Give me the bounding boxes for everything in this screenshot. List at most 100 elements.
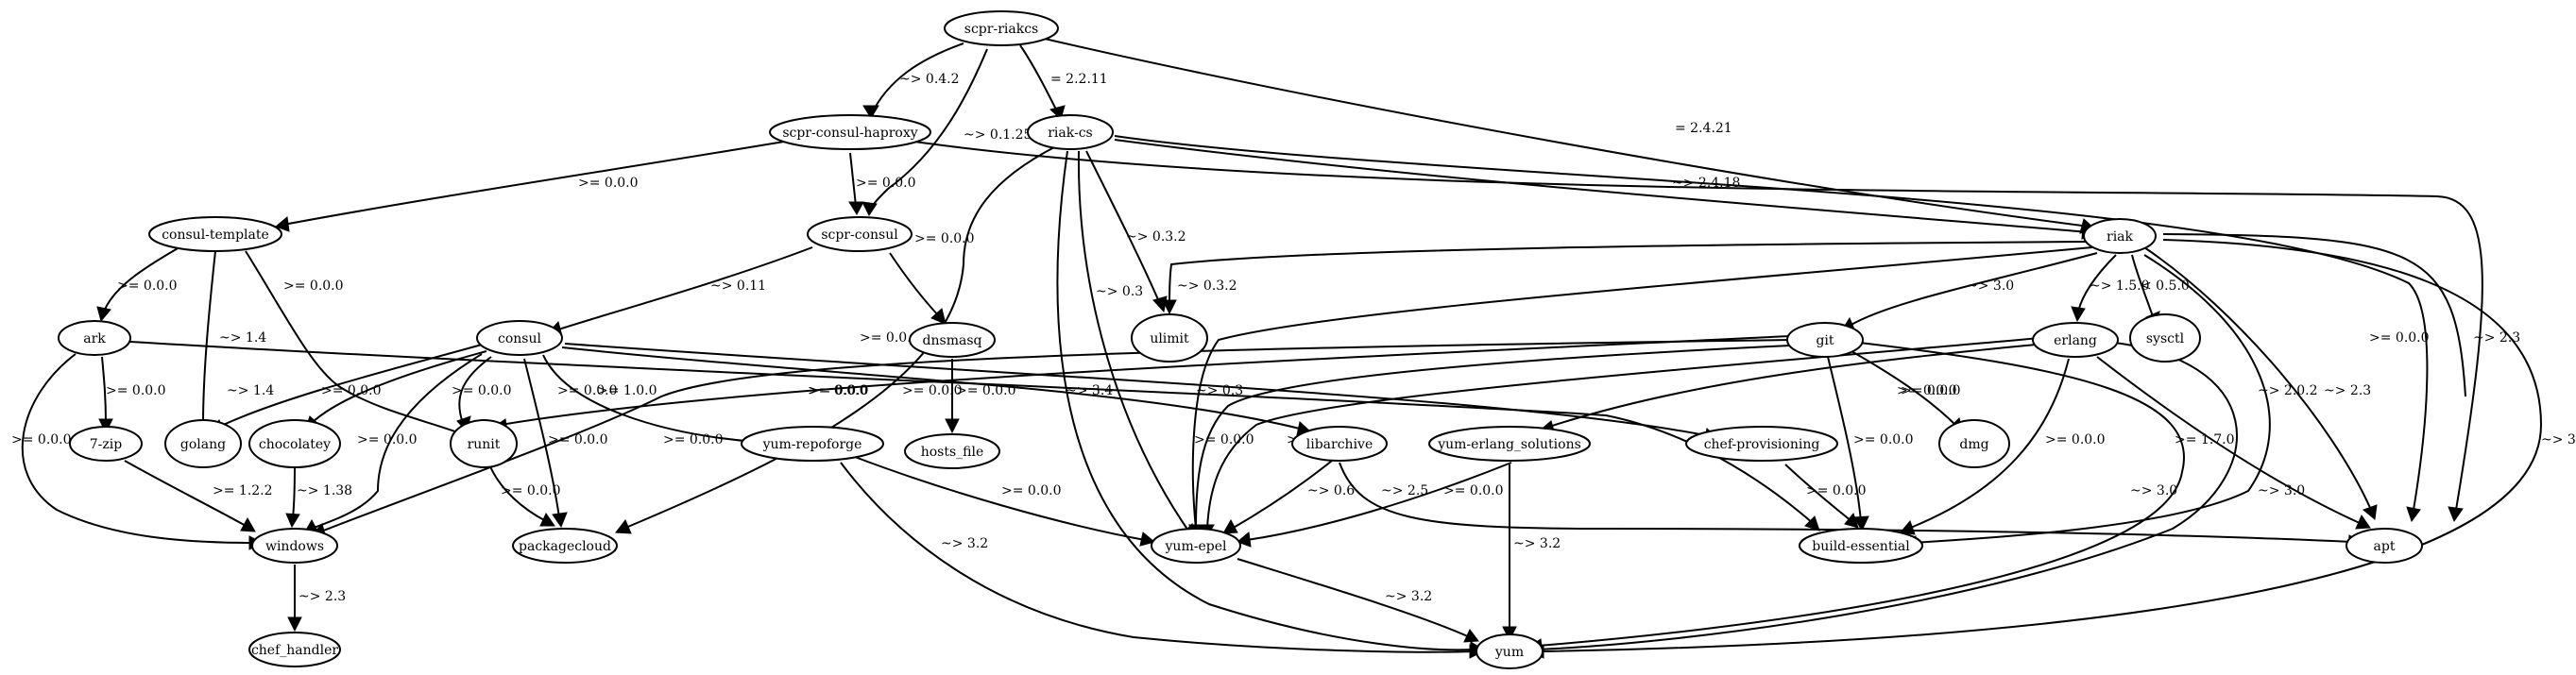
node-consul-template: consul-template — [148, 216, 282, 252]
node-label: chocolatey — [259, 437, 331, 452]
edge-scpr-consul-to-consul: ~> 0.11 — [547, 246, 813, 337]
edge-yum-epel-to-yum: ~> 3.2 — [1237, 558, 1479, 643]
edge-scpr-riakcs-to-riak: = 2.4.21 — [1032, 35, 2097, 234]
edge-label: ~> 1.38 — [297, 483, 352, 498]
node-label: ark — [83, 331, 106, 346]
node-label: yum-epel — [1165, 539, 1227, 554]
edge-label: >= 0.0.0 — [557, 383, 618, 398]
edge-riak-cs-to-riak: ~> 2.4.18 — [1114, 139, 2098, 240]
edge-label: >= 0.0.0 — [357, 432, 418, 447]
node-hosts-file: hosts_file — [904, 433, 1000, 469]
node-label: libarchive — [1306, 437, 1373, 452]
edge-scpr-consul-to-dnsmasq: >= 0.0.0 — [889, 231, 975, 325]
edge-label: ~> 3.4 — [2541, 432, 2576, 447]
edge-yum-repoforge-to-yum: ~> 3.2 — [840, 462, 1485, 659]
edge-label: ~> 0.11 — [710, 278, 766, 294]
edge-consul-template-to-golang: ~> 1.4 — [196, 250, 266, 436]
node-libarchive: libarchive — [1291, 426, 1388, 462]
node-label: golang — [180, 437, 226, 452]
node-label: apt — [2374, 539, 2396, 554]
edge-erlang-to-apt: >= 1.7.0 — [2096, 356, 2371, 530]
edge-label: >= 0.0.0 — [663, 432, 724, 447]
edge-consul-template-to-ark: >= 0.0.0 — [96, 246, 180, 323]
edge-label: ~> 3.2 — [1513, 536, 1561, 551]
node-label: yum-repoforge — [762, 437, 862, 452]
edge-label: >= 0.0.0 — [1897, 383, 1957, 398]
node-label: scpr-consul — [821, 228, 898, 243]
edge-riak-to-erlang: ~> 1.5.0 — [2071, 254, 2150, 323]
edge-label: >= 0.0.0 — [1901, 383, 1961, 398]
edge-label: >= 0.0.0 — [956, 383, 1016, 398]
node-yum: yum — [1476, 633, 1544, 669]
node-chef-provisioning: chef-provisioning — [1685, 426, 1838, 462]
edge-riak-to-ulimit: ~> 0.3.2 — [1162, 241, 2093, 315]
node-sysctl: sysctl — [2129, 313, 2201, 363]
edge-label: >= 0.0.0 — [321, 383, 382, 398]
edge-label: ~> 3.0 — [2258, 483, 2305, 498]
node-golang: golang — [164, 419, 242, 468]
node-label: hosts_file — [921, 445, 984, 460]
edge-dnsmasq-to-hosts-file: >= 0.0.0 — [945, 359, 1016, 434]
edge-riak-cs-to-packagecloud: >= 0.0.0 — [615, 145, 1057, 534]
edge-label: >= 0.0.0 — [860, 330, 920, 346]
edge-label: >= 0.0.0 — [1001, 483, 1062, 498]
node-scpr-consul-haproxy: scpr-consul-haproxy — [769, 114, 931, 150]
node-label: consul-template — [162, 228, 269, 243]
edge-label: >= 0.0.0 — [2369, 330, 2430, 346]
edge-7-zip-to-windows: >= 1.2.2 — [124, 460, 273, 532]
node-label: scpr-consul-haproxy — [782, 126, 917, 141]
edge-yum-erlang-solutions-to-yum: ~> 3.2 — [1502, 464, 1561, 642]
edge-label: ~> 3.0 — [1967, 278, 2014, 294]
edge-consul-template-to-runit: >= 0.0.0 — [245, 250, 471, 439]
edge-label: ~> 0.6 — [1307, 483, 1355, 498]
node-label: packagecloud — [519, 539, 611, 554]
edge-chef-provisioning-to-build-essential: >= 0.0.0 — [1784, 464, 1867, 529]
edge-label: >= 0.0.0 — [1443, 483, 1504, 498]
edge-scpr-riakcs-to-scpr-consul-haproxy: ~> 0.4.2 — [862, 42, 964, 119]
edge-windows-to-chef-handler: ~> 2.3 — [287, 564, 346, 633]
edge-label: ~> 1.4 — [227, 383, 274, 398]
node-label: ulimit — [1150, 331, 1189, 346]
node-label: 7-zip — [90, 437, 122, 452]
node-riak: riak — [2083, 218, 2157, 254]
node-apt: apt — [2346, 528, 2423, 564]
node-ulimit: ulimit — [1131, 313, 1208, 363]
node-build-essential: build-essential — [1799, 528, 1923, 564]
edge-yum-erlang-solutions-to-yum-epel: >= 0.0.0 — [1237, 462, 1512, 548]
edge-scpr-consul-haproxy-to-apt — [913, 141, 2483, 523]
edge-chocolatey-to-windows: ~> 1.38 — [285, 462, 352, 529]
edge-label: ~> 2.3 — [299, 589, 346, 604]
node-yum-repoforge: yum-repoforge — [741, 426, 884, 462]
node-packagecloud: packagecloud — [512, 528, 618, 564]
edge-label: >= 0.0.0 — [11, 432, 72, 447]
node-label: build-essential — [1812, 539, 1910, 554]
edge-label: ~> 0.3.2 — [1177, 278, 1237, 294]
edge-label: >= 0.0.0 — [856, 176, 916, 191]
edge-label: >= 1.2.2 — [213, 483, 273, 498]
edge-label: ~> 3.2 — [941, 536, 988, 551]
node-label: dnsmasq — [923, 333, 982, 348]
node-label: dmg — [1959, 437, 1988, 452]
node-scpr-consul: scpr-consul — [807, 216, 913, 252]
edge-label: >= 1.0.0 — [597, 383, 657, 398]
node-label: chef_handler — [251, 643, 338, 658]
edge-ark-to-7-zip: >= 0.0.0 — [98, 356, 166, 434]
edge-yum-repoforge-to-yum-epel: >= 0.0.0 — [854, 456, 1156, 547]
node-label: riak — [2107, 229, 2134, 245]
edge-scpr-consul-haproxy-to-scpr-consul: >= 0.0.0 — [848, 152, 916, 216]
node-dmg: dmg — [1938, 419, 2010, 468]
edge-label: >= 0.0.0 — [1806, 483, 1867, 498]
edge-git-to-build-essential: >= 0.0.0 — [1827, 356, 1914, 532]
edge-label: < 0.5.0 — [2141, 278, 2190, 294]
node-windows: windows — [251, 528, 338, 564]
node-git: git — [1786, 322, 1864, 358]
edge-label: >= 0.0.0 — [578, 176, 639, 191]
edge-label: ~> 1.4 — [219, 330, 266, 346]
node-riak-cs: riak-cs — [1027, 114, 1114, 150]
edge-label: ~> 3.4 — [1066, 383, 1113, 398]
edge-label: ~> 3.0 — [2130, 483, 2177, 498]
node-ark: ark — [58, 320, 131, 356]
edge-label: >= 0.0.0 — [548, 432, 608, 447]
node-erlang: erlang — [2032, 322, 2119, 358]
node-label: yum — [1494, 645, 1524, 660]
